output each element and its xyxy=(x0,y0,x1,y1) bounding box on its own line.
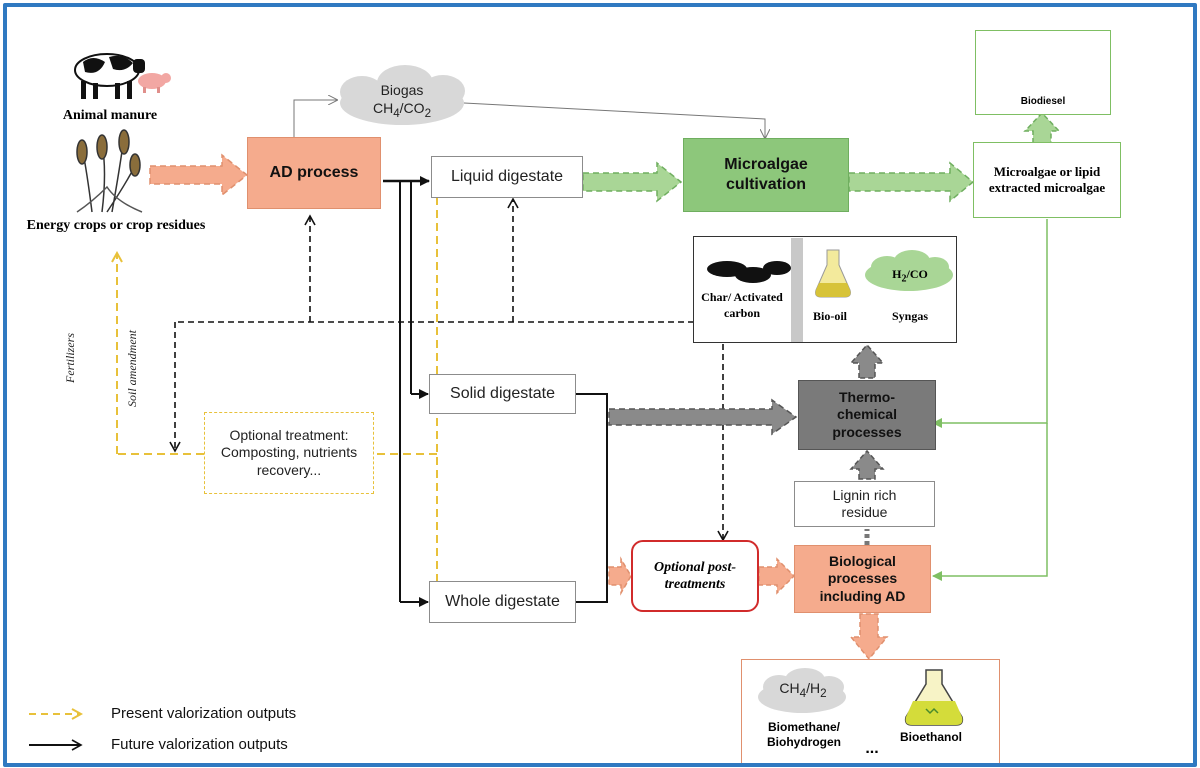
product-divider xyxy=(791,238,803,343)
ch4-h2-formula: CH4/H2 xyxy=(779,680,827,700)
solid-digestate-box[interactable]: Solid digestate xyxy=(429,374,576,414)
whole-digestate-box[interactable]: Whole digestate xyxy=(429,581,576,623)
energy-crops-label: Energy crops or crop residues xyxy=(26,218,206,233)
soil-amendment-label: Soil amendment xyxy=(125,330,139,407)
bioethanol-label: Bioethanol xyxy=(900,730,962,744)
arrow-thermo-to-products xyxy=(849,343,885,379)
arrow-to-biodiesel xyxy=(1023,111,1061,144)
char-heap-icon xyxy=(707,261,791,283)
biological-processes-box[interactable]: Biological processes including AD xyxy=(794,545,931,613)
microalgae-output-box[interactable]: Microalgae or lipid extracted microalgae xyxy=(973,142,1121,218)
optional-post-treatments-box[interactable]: Optional post-treatments xyxy=(631,540,759,612)
bio-oil-label: Bio-oil xyxy=(812,309,847,323)
biogas-cloud xyxy=(340,65,465,125)
biogas-name: Biogas xyxy=(380,82,424,98)
arrow-crops-to-ad xyxy=(149,153,249,197)
legend-future-label: Future valorization outputs xyxy=(111,736,288,753)
arrow-post-to-bio xyxy=(758,557,796,595)
arrow-to-thermochemical xyxy=(608,398,798,436)
animal-manure-label: Animal manure xyxy=(62,108,158,123)
liquid-digestate-box[interactable]: Liquid digestate xyxy=(431,156,583,198)
bio-oil-flask-icon xyxy=(815,249,851,298)
fertilizers-label: Fertilizers xyxy=(63,333,77,383)
bioethanol-flask-icon xyxy=(904,669,964,726)
char-label: Char/ Activated carbon xyxy=(701,290,783,320)
cow-icon xyxy=(74,53,145,99)
syngas-formula: H2/CO xyxy=(892,267,928,285)
wheat-icon xyxy=(76,129,143,213)
diagram-frame: Animal manure Energy crops or crop resid… xyxy=(3,3,1197,767)
biodiesel-box[interactable]: Biodiesel xyxy=(975,30,1111,115)
ellipsis-label: ... xyxy=(865,740,879,757)
microalgae-cultivation-box[interactable]: Microalgae cultivation xyxy=(683,138,849,212)
lignin-residue-box[interactable]: Lignin rich residue xyxy=(794,481,935,527)
thermo-products-box: Char/ Activated carbon Bio-oil Syngas H2… xyxy=(693,236,957,343)
biodiesel-label: Biodiesel xyxy=(1020,96,1066,107)
arrow-liquid-to-microalgae xyxy=(582,161,683,203)
optional-treatment-box[interactable]: Optional treatment: Composting, nutrient… xyxy=(204,412,374,494)
biogas-formula: CH4/CO2 xyxy=(372,100,432,120)
arrow-bio-to-products xyxy=(849,613,889,661)
diagram-canvas xyxy=(29,43,1075,751)
thermochemical-box[interactable]: Thermo-chemical processes xyxy=(798,380,936,450)
bio-products-box: CH4/H2 Biomethane/ Biohydrogen Bioethano… xyxy=(741,659,1000,763)
syngas-label: Syngas xyxy=(891,309,929,323)
syngas-cloud xyxy=(865,250,953,291)
ch4-h2-cloud xyxy=(758,668,846,713)
legend-present-label: Present valorization outputs xyxy=(111,705,297,722)
ad-process-box[interactable]: AD process xyxy=(247,137,381,209)
arrow-lignin-to-thermo xyxy=(849,449,885,480)
arrow-whole-to-post xyxy=(608,556,632,596)
pig-icon xyxy=(138,73,171,93)
biogas-label: Biogas CH4/CO2 xyxy=(352,81,452,121)
biomethane-label: Biomethane/ Biohydrogen xyxy=(767,720,841,749)
arrow-microalgae-to-output xyxy=(848,161,975,203)
